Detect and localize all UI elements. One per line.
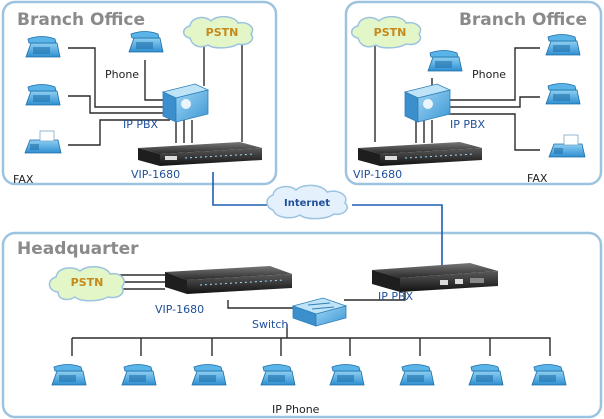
- ip-pbx-label-hq: IP PBX: [378, 290, 414, 303]
- branch-office-right-title: Branch Office: [459, 10, 587, 30]
- headquarter-region: [1, 231, 603, 419]
- internet-label: Internet: [284, 198, 330, 209]
- ip-pbx-device-icon: [372, 263, 498, 292]
- vip-1680-device-icon: [358, 142, 482, 166]
- wan-link-left: [212, 172, 270, 206]
- switch-label: Switch: [252, 318, 288, 331]
- phone-icon: [545, 83, 581, 105]
- phone-icon: [468, 364, 504, 386]
- phone-icon: [25, 36, 61, 58]
- wire-right-pbx-vip: [415, 120, 433, 143]
- ip-pbx-label-right: IP PBX: [450, 118, 486, 131]
- wire-right-phone2: [448, 96, 540, 108]
- headquarter-title: Headquarter: [17, 239, 139, 259]
- phone-icon: [191, 364, 227, 386]
- ip-pbx-label-left: IP PBX: [123, 118, 159, 131]
- pstn-label-right: PSTN: [374, 26, 407, 39]
- phone-label-left: Phone: [105, 68, 139, 81]
- branch-office-left-title: Branch Office: [17, 10, 145, 30]
- wire-left-phone1: [68, 47, 170, 108]
- wire-right-phone1: [448, 47, 540, 101]
- wire-hq-pstn-vip: [118, 274, 165, 290]
- vip-1680-label-hq: VIP-1680: [155, 303, 204, 316]
- wire-left-fax: [68, 119, 170, 146]
- fax-label-right: FAX: [527, 172, 548, 185]
- wire-left-phone3: [144, 60, 170, 101]
- phone-icon: [121, 364, 157, 386]
- pstn-cloud-left: PSTN: [182, 15, 254, 49]
- fax-label-left: FAX: [13, 173, 34, 186]
- vip-1680-label-right: VIP-1680: [353, 168, 402, 181]
- vip-1680-device-icon: [138, 142, 262, 166]
- phone-icon: [329, 364, 365, 386]
- phone-icon: [25, 84, 61, 106]
- ip-pbx-icon: [161, 83, 210, 123]
- wire-hq-vip-switch: [227, 300, 296, 309]
- phone-icon: [545, 34, 581, 56]
- phone-label-right: Phone: [472, 68, 506, 81]
- phone-icon: [399, 364, 435, 386]
- pstn-label-left: PSTN: [206, 26, 239, 39]
- wan-link-right: [352, 204, 443, 266]
- phone-icon: [51, 364, 87, 386]
- wire-hq-drop-last: [490, 337, 551, 356]
- phone-icon: [260, 364, 296, 386]
- wire-left-phone2: [68, 95, 170, 114]
- pstn-cloud-right: PSTN: [350, 15, 422, 49]
- ip-pbx-icon: [403, 83, 452, 123]
- wire-right-fax: [448, 113, 540, 151]
- phone-icon: [128, 31, 164, 53]
- pstn-cloud-hq: PSTN: [48, 266, 125, 302]
- wire-hq-drops: [71, 338, 491, 356]
- pstn-label-hq: PSTN: [71, 276, 104, 289]
- internet-cloud: Internet: [266, 184, 348, 220]
- wire-left-pbx-vip: [175, 120, 193, 143]
- phone-icon: [531, 364, 567, 386]
- phone-icon: [427, 50, 463, 72]
- ip-phone-label: IP Phone: [272, 403, 320, 416]
- vip-1680-device-icon: [165, 266, 292, 294]
- switch-icon: [291, 297, 348, 327]
- vip-1680-label-left: VIP-1680: [131, 168, 180, 181]
